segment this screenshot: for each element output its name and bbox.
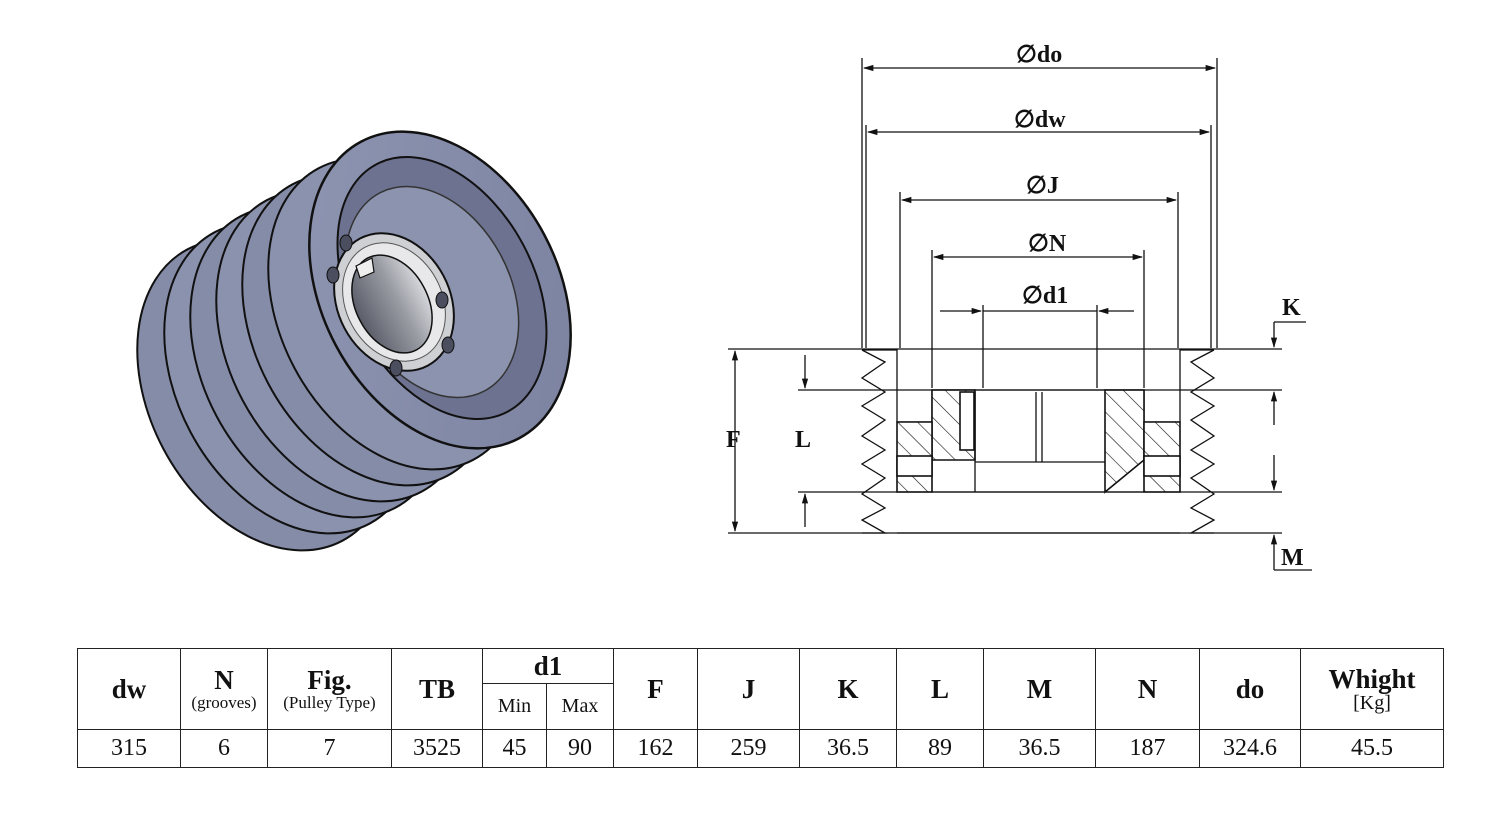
extension-lines <box>728 58 1282 534</box>
pulley-face <box>308 130 572 450</box>
cell-dw: 315 <box>77 729 181 768</box>
cell-do: 324.6 <box>1199 729 1301 768</box>
label-N: ∅N <box>1028 231 1067 257</box>
cell-TB: 3525 <box>391 729 483 768</box>
dimension-arrows <box>731 64 1312 571</box>
table-subheader-row: Min Max <box>78 683 1444 730</box>
cell-J: 259 <box>697 729 800 768</box>
header-F: F <box>613 648 698 730</box>
table-row: 315 6 7 3525 45 90 162 259 36.5 89 36.5 … <box>77 729 1444 768</box>
label-do: ∅do <box>1016 42 1062 68</box>
header-d1-max: Max <box>546 683 614 730</box>
label-F: F <box>726 427 741 453</box>
label-J: ∅J <box>1026 173 1059 199</box>
header-d1: d1 <box>482 648 614 684</box>
header-M: M <box>983 648 1096 730</box>
header-L: L <box>896 648 984 730</box>
bushing-screw-holes <box>326 234 455 377</box>
header-weight: Whight[Kg] <box>1300 648 1444 730</box>
cell-F: 162 <box>613 729 698 768</box>
header-dw: dw <box>77 648 181 730</box>
cell-M: 36.5 <box>983 729 1096 768</box>
label-K: K <box>1282 295 1301 321</box>
label-dw: ∅dw <box>1014 107 1066 133</box>
label-M: M <box>1281 545 1304 571</box>
cell-N-diameter: 187 <box>1095 729 1200 768</box>
header-TB: TB <box>391 648 483 730</box>
header-N-diameter: N <box>1095 648 1200 730</box>
pulley-3d-illustration <box>136 130 572 552</box>
cell-fig: 7 <box>267 729 392 768</box>
label-L: L <box>795 427 811 453</box>
table-header-row: dw N(grooves) Fig.(Pulley Type) TB d1 F … <box>77 648 1444 730</box>
pulley-spec-table: dw N(grooves) Fig.(Pulley Type) TB d1 F … <box>77 648 1444 768</box>
header-fig: Fig.(Pulley Type) <box>267 648 392 730</box>
header-d1-min: Min <box>482 683 547 730</box>
section-body <box>860 349 1216 534</box>
cell-K: 36.5 <box>799 729 897 768</box>
pulley-section-drawing: ∅do ∅dw ∅J ∅N ∅d1 K M F L <box>726 42 1312 571</box>
cell-L: 89 <box>896 729 984 768</box>
header-do: do <box>1199 648 1301 730</box>
header-N: N(grooves) <box>180 648 268 730</box>
cell-weight: 45.5 <box>1300 729 1444 768</box>
header-K: K <box>799 648 897 730</box>
header-J: J <box>697 648 800 730</box>
cell-d1-min: 45 <box>482 729 547 768</box>
dimension-labels: ∅do ∅dw ∅J ∅N ∅d1 K M F L <box>726 42 1304 571</box>
label-d1: ∅d1 <box>1022 283 1068 309</box>
cell-d1-max: 90 <box>546 729 614 768</box>
cell-N: 6 <box>180 729 268 768</box>
